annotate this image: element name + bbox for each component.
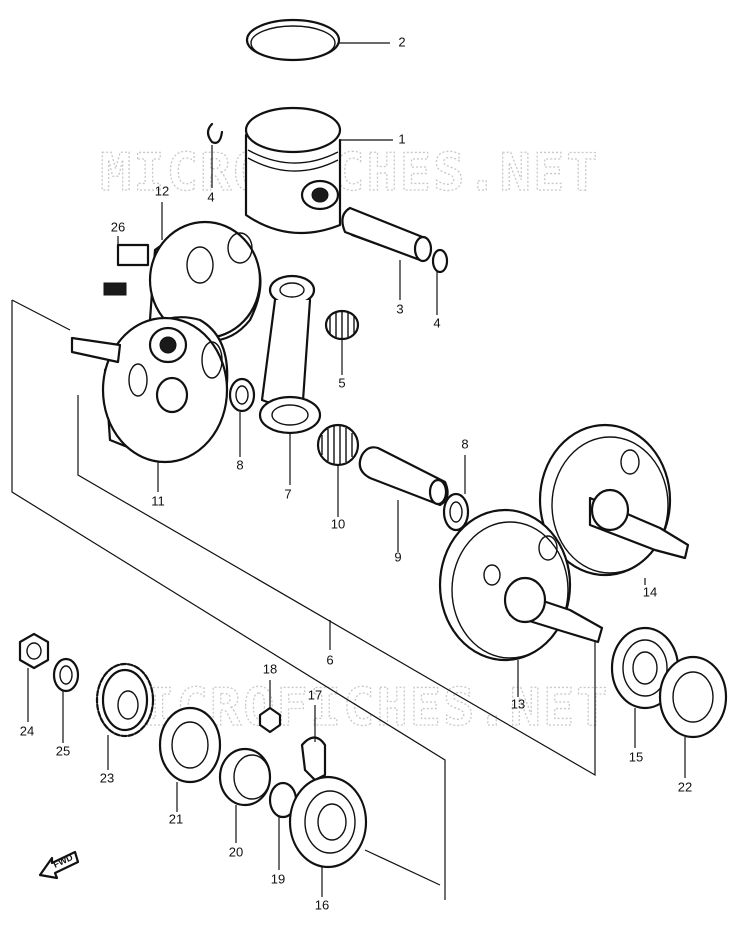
callout-6: 6 xyxy=(326,652,333,667)
crank-web-left-front xyxy=(70,316,229,464)
nut xyxy=(18,632,50,670)
circlip-left xyxy=(206,122,224,144)
small-end-bearing xyxy=(324,309,360,341)
callout-23: 23 xyxy=(100,770,114,785)
callout-8-right: 8 xyxy=(461,436,468,451)
piston-ring xyxy=(245,18,341,62)
callout-11: 11 xyxy=(151,493,165,508)
primary-gear xyxy=(95,662,155,738)
fwd-arrow-icon: FWD xyxy=(38,850,80,880)
leader-lines xyxy=(27,42,686,897)
callout-22: 22 xyxy=(678,779,692,794)
callout-10: 10 xyxy=(331,516,345,531)
callout-18: 18 xyxy=(263,661,277,676)
callout-4-right: 4 xyxy=(433,315,440,330)
callout-9: 9 xyxy=(394,549,401,564)
callout-21: 21 xyxy=(169,811,183,826)
retainer-plate xyxy=(300,736,327,782)
callout-13: 13 xyxy=(511,696,525,711)
callout-5: 5 xyxy=(338,375,345,390)
callout-26: 26 xyxy=(111,219,125,234)
callout-4-left: 4 xyxy=(207,189,214,204)
crank-web-left-rear xyxy=(103,220,262,342)
callout-3: 3 xyxy=(396,301,403,316)
callout-19: 19 xyxy=(271,871,285,886)
thrust-washer-right xyxy=(442,492,470,532)
thrust-washer-left xyxy=(228,377,256,413)
bracket-lines xyxy=(11,299,596,900)
callout-2: 2 xyxy=(398,34,405,49)
callout-7: 7 xyxy=(284,486,291,501)
spacer xyxy=(218,747,272,807)
lock-washer xyxy=(52,657,80,693)
callout-15: 15 xyxy=(629,749,643,764)
callout-20: 20 xyxy=(229,844,243,859)
piston xyxy=(244,106,342,235)
callout-25: 25 xyxy=(56,743,70,758)
piston-pin xyxy=(341,206,433,263)
callout-17: 17 xyxy=(308,687,322,702)
callout-1: 1 xyxy=(398,131,405,146)
callout-16: 16 xyxy=(315,897,329,912)
callout-24: 24 xyxy=(20,723,34,738)
bolt xyxy=(258,706,282,734)
crank-web-right-front xyxy=(438,508,604,662)
big-end-bearing xyxy=(316,423,360,467)
crank-bearing-left xyxy=(288,775,368,869)
callout-12: 12 xyxy=(155,183,169,198)
watermark-top: MICROFICHES.NET xyxy=(100,143,600,203)
callout-8-left: 8 xyxy=(236,457,243,472)
connecting-rod xyxy=(258,274,322,435)
oil-seal-left xyxy=(158,706,222,784)
circlip-right xyxy=(431,248,449,274)
oil-seal-right xyxy=(658,655,728,739)
callout-14: 14 xyxy=(643,584,657,599)
crank-web-right-rear xyxy=(538,423,690,577)
crank-pin xyxy=(358,446,449,507)
